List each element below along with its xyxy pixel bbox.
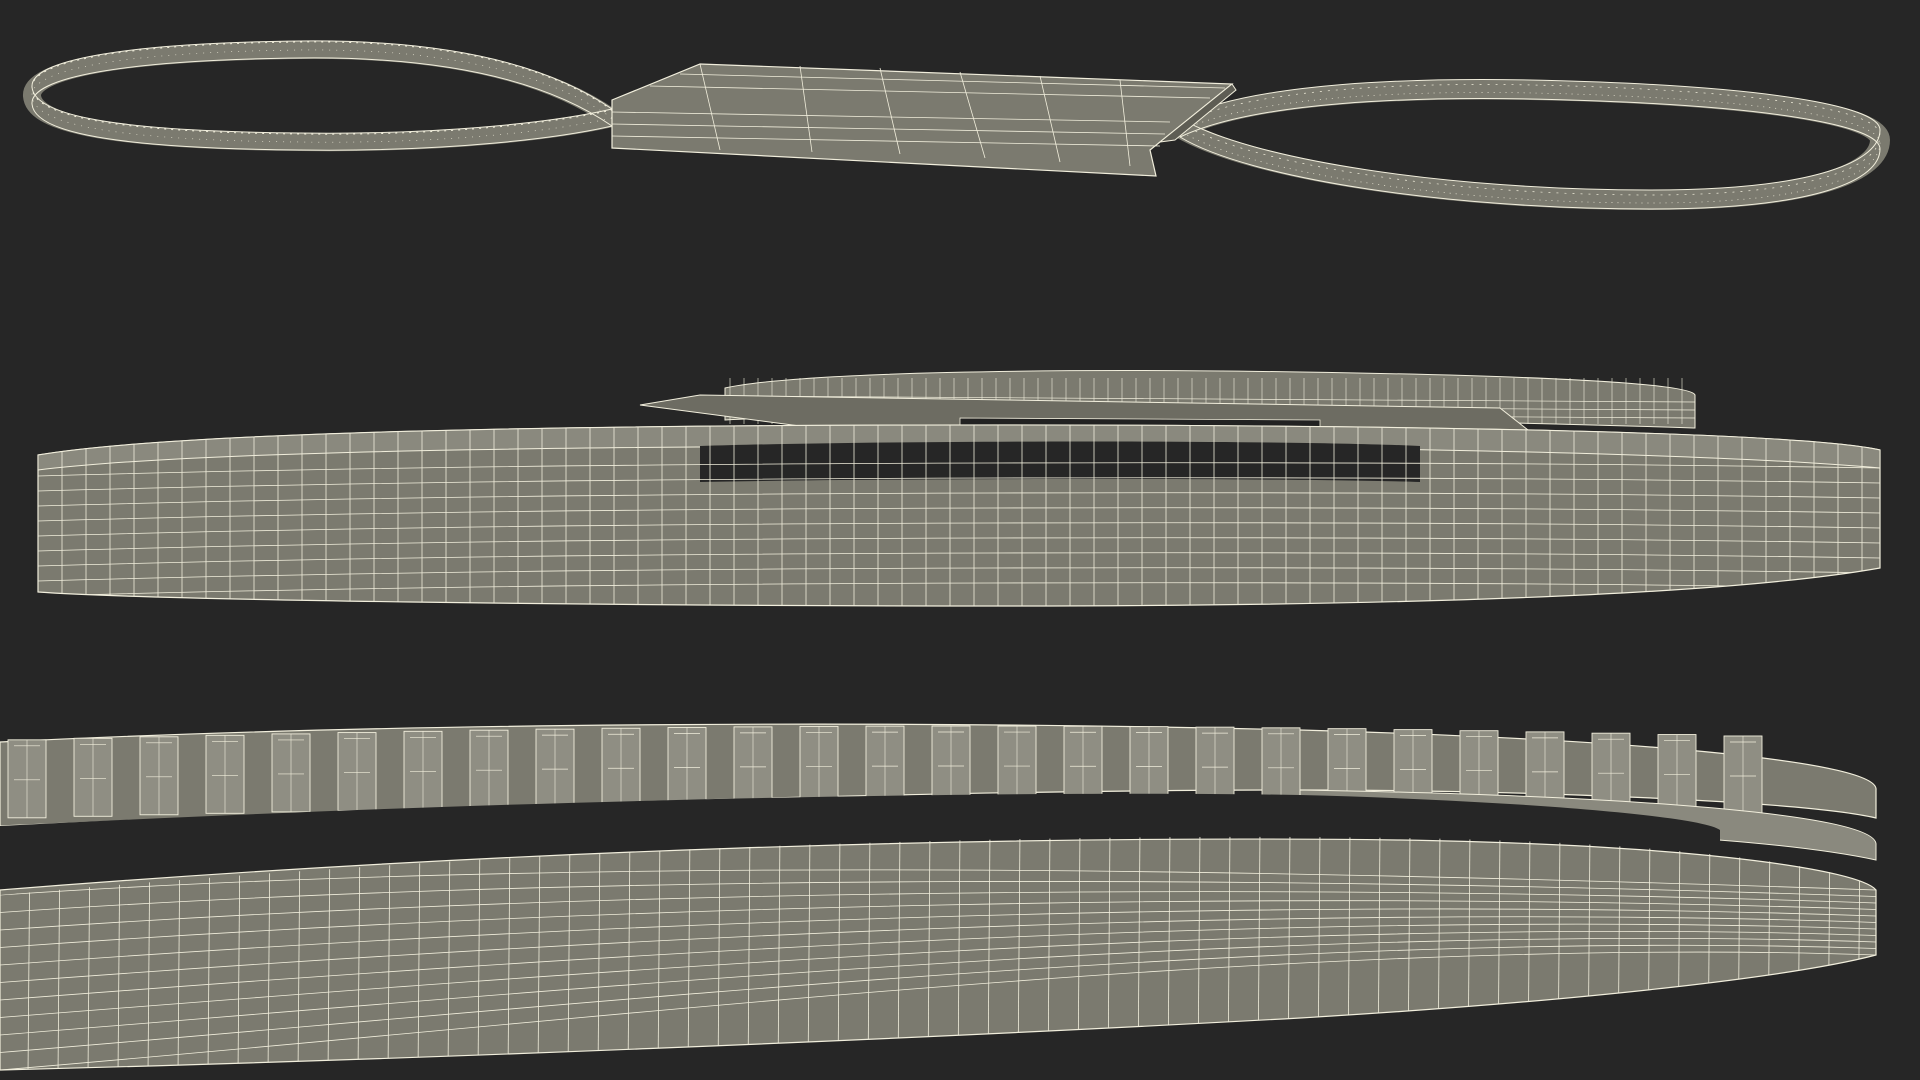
mid-view-looped-belt: [37, 370, 1881, 607]
left-belt-loop: [23, 40, 618, 152]
top-view-figure-eight: [23, 40, 1891, 211]
outer-band: [0, 838, 1877, 1071]
right-belt-loop: [1174, 79, 1891, 211]
closeup-view-belt-teeth: [0, 723, 1877, 1071]
twisted-crossing-panel: [611, 63, 1234, 177]
